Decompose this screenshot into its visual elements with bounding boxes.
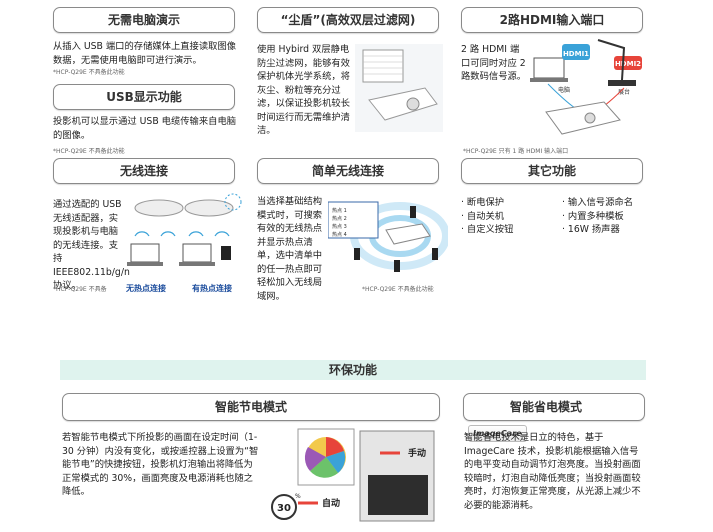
other-features-title-box: 其它功能: [461, 158, 643, 184]
feature-item: · 16W 扬声器: [562, 224, 620, 235]
hotspot-4: 热点 4: [332, 231, 347, 238]
wireless-diagram-image: [127, 193, 242, 266]
hdmi-diagram-image: HDMI1 HDMI2 电脑 展台: [530, 39, 642, 135]
auto-label: 自动: [322, 497, 340, 509]
image-care-logo: ImageCare: [468, 425, 527, 442]
image-care-title-box: 智能省电模式 ImageCare: [463, 393, 645, 442]
manual-label: 手动: [408, 447, 426, 459]
no-hotspot-tag: 无热点连接: [126, 284, 166, 293]
wireless-text: 通过选配的 USB 无线适配器，实现投影机与电脑的无线连接。支持 IEEE802…: [53, 199, 130, 291]
feature-item: · 断电保护: [461, 197, 505, 208]
dust-shield-title-box: “尘盾”(高效双层过滤网): [257, 7, 439, 33]
hdmi1-label: HDMI1: [563, 50, 589, 58]
dust-shield-text: 使用 Hybird 双层静电防尘过滤网，能够有效保护机体光学系统，将灰尘、粉粒等…: [257, 44, 350, 136]
pc-label: 电脑: [558, 86, 570, 94]
hotspot-3: 热点 3: [332, 223, 347, 230]
hdmi2-label: HDMI2: [615, 60, 641, 68]
usb-direct-note: *HCP-Q29E 不具备此功能: [53, 69, 125, 76]
usb-display-title-box: USB显示功能: [53, 84, 235, 110]
easy-wireless-text: 当选择基础结构模式时，可搜索有效的无线热点并显示热点清单，选中清单中的任一热点即…: [257, 196, 323, 302]
hdmi-note: *HCP-Q29E 只有 1 路 HDMI 输入端口: [463, 148, 569, 155]
feature-item: · 输入信号源命名: [562, 197, 633, 208]
easy-wireless-note: *HCP-Q29E 不具备此功能: [362, 286, 434, 293]
hdmi-text: 2 路 HDMI 端口可同时对应 2 路数码信号源。: [461, 44, 527, 82]
hotspot-1: 热点 1: [332, 207, 347, 214]
usb-display-note: *HCP-Q29E 不具备此功能: [53, 148, 125, 155]
feature-item: · 内置多种模板: [562, 210, 624, 222]
easy-wireless-diagram-image: 热点 1 热点 2 热点 3 热点 4: [328, 201, 448, 272]
thirty-percent-value: 30: [277, 503, 291, 514]
hotspot-tag: 有热点连接: [192, 284, 232, 293]
hotspot-2: 热点 2: [332, 215, 347, 222]
wireless-title-box: 无线连接: [53, 158, 235, 184]
feature-item: · 自定义按钮: [461, 224, 514, 235]
easy-wireless-title-box: 简单无线连接: [257, 158, 439, 184]
smart-save-diagram-image: 手动 自动 30 %: [271, 428, 435, 522]
wireless-note: *HCP-Q29E 不具备: [53, 286, 107, 293]
usb-direct-title-box: 无需电脑演示: [53, 7, 235, 33]
usb-direct-text: 从插入 USB 端口的存储媒体上直接读取图像数据，无需使用电脑即可进行演示。: [53, 41, 237, 66]
image-care-text: 智能省电技术是日立的特色，基于 ImageCare 技术，投影机能根据输入信号的…: [464, 432, 641, 511]
smart-save-title-box: 智能节电模式: [62, 393, 440, 421]
feature-item: · 自动关机: [461, 210, 505, 222]
eco-banner: 环保功能: [60, 360, 646, 380]
image-care-title: 智能省电模式: [510, 400, 583, 414]
filter-projector-image: [355, 44, 443, 132]
other-features-right-list: · 输入信号源命名 · 内置多种模板 · 16W 扬声器: [562, 196, 652, 237]
smart-save-text: 若智能节电模式下所投影的画面在设定时间（1-30 分钟）内没有变化，或按遥控器上…: [62, 432, 259, 497]
other-features-left-list: · 断电保护 · 自动关机 · 自定义按钮: [461, 196, 551, 237]
usb-display-text: 投影机可以显示通过 USB 电缆传输来自电脑的图像。: [53, 116, 237, 141]
percent-sign: %: [295, 493, 301, 500]
hdmi-title-box: 2路HDMI输入端口: [461, 7, 643, 33]
camera-label: 展台: [618, 88, 630, 96]
